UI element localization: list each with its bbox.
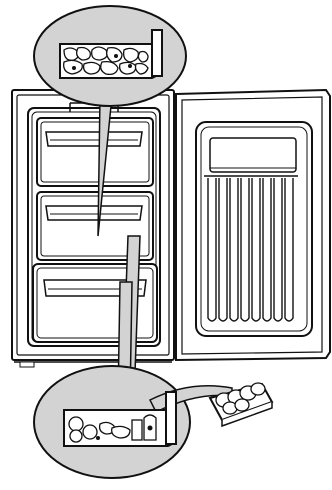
top-drawer [37, 118, 153, 186]
